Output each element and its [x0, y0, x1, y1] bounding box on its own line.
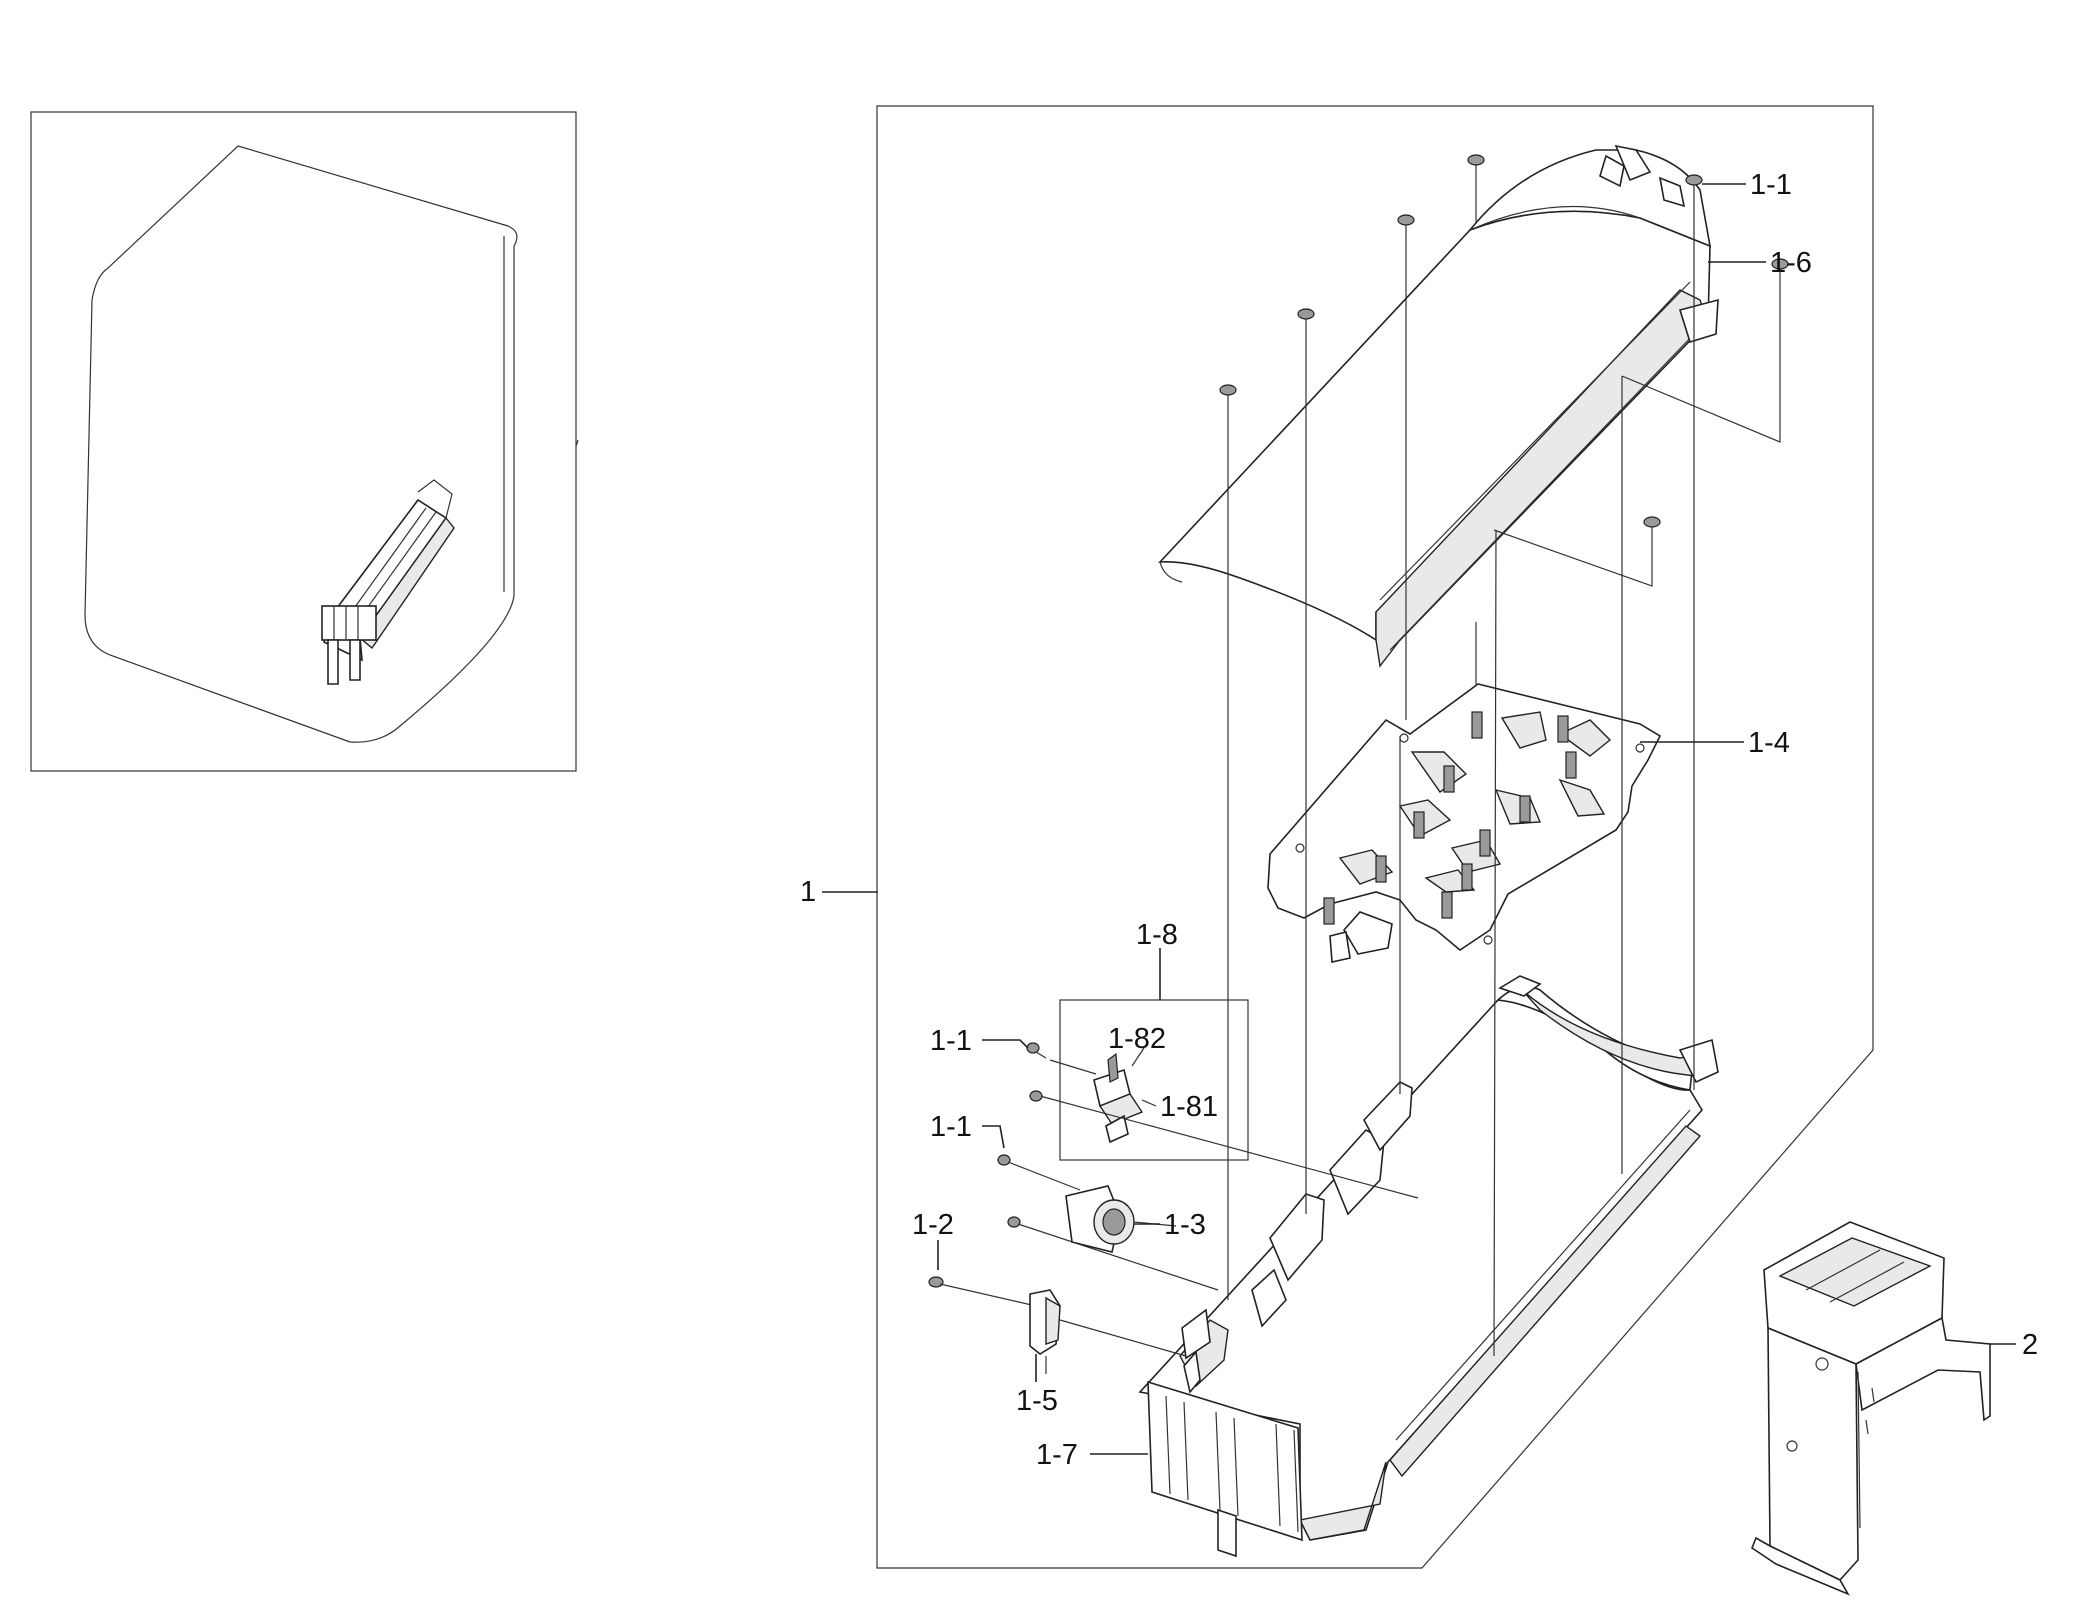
callout-leaders [822, 183, 2016, 1455]
callout-assembly: 1 [800, 876, 816, 908]
callout-thermistor: 1-5 [1016, 1385, 1058, 1417]
overview-inset [30, 111, 579, 772]
callout-labels: 1 1-1 1-6 1-4 1-8 1-1 1-82 1-81 1-1 1-3 … [800, 169, 2038, 1471]
callout-heater-housing: 1-7 [1036, 1439, 1078, 1471]
callout-screw-top: 1-1 [1750, 169, 1792, 201]
callout-screw-fuse: 1-1 [930, 1025, 972, 1057]
assembly-frame [876, 105, 1874, 1569]
callout-fuse-group: 1-8 [1136, 919, 1178, 951]
dryer-overview-icon [84, 145, 579, 743]
fuse-group-frame [1059, 999, 1249, 1161]
callout-mount-bracket: 2 [2022, 1329, 2038, 1361]
duct-cover [1158, 144, 1719, 668]
callout-thermostat: 1-3 [1164, 1209, 1206, 1241]
overview-frame [30, 111, 577, 772]
screw-icon [1219, 154, 1789, 540]
heater-housing [1138, 975, 1719, 1558]
callout-fuse-b: 1-81 [1160, 1091, 1218, 1123]
element-plate [1267, 683, 1662, 963]
assembly-lines [1227, 178, 1781, 1357]
thermistor [928, 1276, 1187, 1374]
callout-screw-thermostat: 1-1 [930, 1111, 972, 1143]
fuse-group [1039, 999, 1419, 1199]
screw-icon [1026, 1042, 1047, 1102]
thermostat [997, 1154, 1219, 1291]
callout-fuse-a: 1-82 [1108, 1023, 1166, 1055]
callout-element-plate: 1-4 [1748, 727, 1790, 759]
callout-duct-cover: 1-6 [1770, 247, 1812, 279]
mount-bracket [1751, 1221, 1991, 1596]
callout-screw-bracket: 1-2 [912, 1209, 954, 1241]
